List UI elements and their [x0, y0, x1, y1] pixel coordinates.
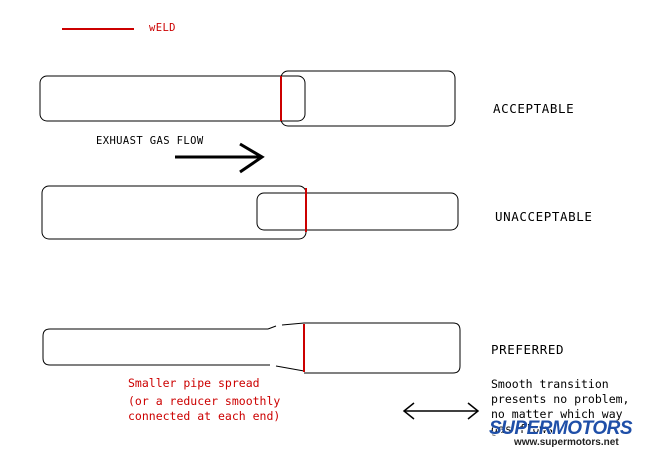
small-pipe-unacceptable — [256, 192, 459, 231]
double-arrow-icon — [402, 402, 480, 420]
flow-label: EXHUAST GAS FLOW — [96, 135, 204, 147]
spread-note-line3: connected at each end) — [128, 409, 281, 423]
supermotors-logo: SUPERMOTORS — [489, 418, 633, 439]
supermotors-url: www.supermotors.net — [514, 437, 619, 448]
transition-note-line3: no matter which way — [491, 407, 623, 421]
spread-note-line1: Smaller pipe spread — [128, 376, 260, 390]
spread-note-line2: (or a reducer smoothly — [128, 394, 281, 408]
large-pipe-preferred — [304, 322, 461, 374]
transition-note-line1: Smooth transition — [491, 377, 609, 391]
row-label-unacceptable: UNACCEPTABLE — [495, 209, 593, 224]
spread-transition — [262, 322, 305, 372]
row-label-preferred: PREFERRED — [491, 342, 565, 357]
weld-legend-label: wELD — [149, 22, 176, 34]
transition-note-line2: presents no problem, — [491, 392, 630, 406]
large-pipe-acceptable — [280, 70, 456, 127]
large-pipe-unacceptable — [41, 185, 307, 240]
small-pipe-preferred — [42, 328, 268, 366]
flow-arrow-icon — [175, 142, 265, 174]
transition-note-line4: gas flows — [491, 422, 554, 436]
row-label-acceptable: ACCEPTABLE — [493, 101, 575, 116]
small-pipe-acceptable — [39, 75, 306, 122]
